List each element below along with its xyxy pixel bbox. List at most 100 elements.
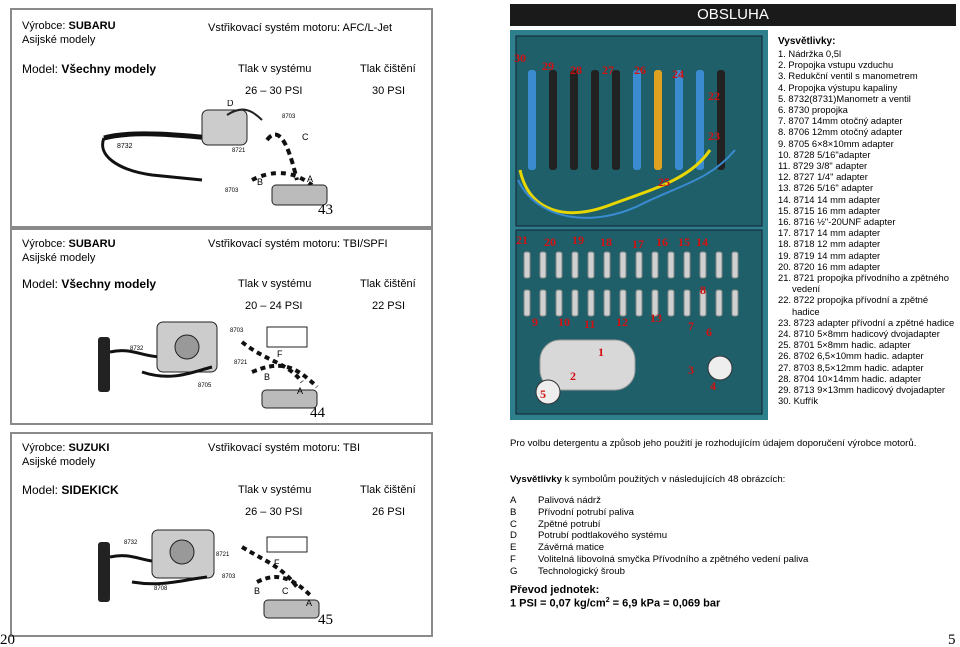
diagram-label: B	[257, 177, 263, 187]
photo-callout-number: 10	[558, 315, 570, 329]
figure-number: 44	[310, 405, 325, 421]
diagram-label: 8708	[154, 586, 168, 592]
photo-callout-number: 3	[688, 363, 694, 377]
page-number-right: 5	[948, 632, 956, 647]
fitting-adapter	[667, 289, 675, 317]
photo-callout-number: 7	[688, 319, 694, 333]
legend-item: 6. 8730 propojka	[778, 104, 848, 116]
legend-item: 30. Kufřík	[778, 395, 819, 407]
fitting-adapter	[587, 251, 595, 279]
hose-adapters	[528, 70, 725, 170]
photo-callout-number: 5	[540, 387, 546, 401]
photo-callout-number: 1	[598, 345, 604, 359]
diagram-label: B	[254, 586, 260, 596]
photo-callout-number: 16	[656, 235, 668, 249]
diagram-label: D	[227, 100, 234, 108]
fitting-adapter	[731, 251, 739, 279]
legend-item: 22. 8722 propojka přívodní a zpětné hadi…	[778, 294, 929, 317]
reservoir-bottle	[539, 339, 636, 391]
pressure-value: 26 – 30 PSI	[245, 85, 303, 97]
fitting-adapter	[715, 289, 723, 317]
diagram-label: A	[306, 598, 312, 608]
diagram-label: A	[307, 174, 313, 184]
fitting-adapter	[523, 289, 531, 317]
diagram-label: B	[264, 372, 270, 382]
photo-callout-number: 22	[708, 89, 720, 103]
symbols-title: Vysvětlivky k symbolům použitých v násle…	[510, 474, 786, 485]
diagram-label: 8703	[230, 328, 244, 334]
pressure-label: Tlak v systému	[238, 484, 312, 496]
photo-callout-number: 13	[650, 311, 662, 325]
section-header: OBSLUHA	[510, 4, 956, 26]
fitting-adapter	[683, 289, 691, 317]
hose-adapter	[549, 70, 557, 170]
pressure-gauge	[535, 379, 561, 405]
legend-item: 2. Propojka vstupu vzduchu	[778, 59, 894, 71]
fitting-adapter	[555, 251, 563, 279]
fitting-adapter	[635, 251, 643, 279]
legend-item: 24. 8710 5×8mm hadicový dvojadapter	[778, 328, 940, 340]
fitting-adapter	[651, 289, 659, 317]
maker-line: Výrobce: SUBARU	[22, 20, 116, 32]
legend-item: 13. 8726 5/16" adapter	[778, 182, 874, 194]
diagram-label: C	[282, 586, 289, 596]
legend-item: 1. Nádržka 0,5l	[778, 48, 842, 59]
diagram-label: 8703	[225, 188, 239, 194]
fitting-adapter	[699, 251, 707, 279]
pressure-gauge	[707, 355, 733, 381]
photo-callout-number: 30	[514, 51, 526, 65]
pressure-label: Tlak v systému	[238, 278, 312, 290]
photo-callout-number: 18	[600, 235, 612, 249]
model-line: Model: Všechny modely	[22, 277, 157, 291]
conversion-line: 1 PSI = 0,07 kg/cm2 = 6,9 kPa = 0,069 ba…	[510, 597, 721, 610]
fitting-adapter	[523, 251, 531, 279]
photo-callout-number: 28	[570, 63, 582, 77]
system-line: Vstřikovací systém motoru: AFC/L-Jet	[208, 22, 393, 34]
photo-callout-number: 24	[672, 67, 684, 81]
diagram-label: F	[277, 349, 283, 359]
fitting-adapter	[683, 251, 691, 279]
photo-callout-number: 19	[572, 233, 584, 247]
model-line: Model: Všechny modely	[22, 62, 157, 76]
legend-item: 23. 8723 adapter přívodní a zpětné hadic…	[778, 316, 955, 328]
legend-item: 18. 8718 12 mm adapter	[778, 238, 881, 250]
photo-callout-number: 12	[616, 315, 628, 329]
clean-pressure-label: Tlak čištění	[360, 278, 416, 290]
fitting-adapter	[635, 289, 643, 317]
legend-item: 11. 8729 3/8" adapter	[778, 160, 868, 172]
region-text: Asijské modely	[22, 456, 96, 468]
clean-pressure-value: 26 PSI	[372, 506, 406, 518]
hose-adapter	[696, 70, 704, 170]
model-line: Model: SIDEKICK	[22, 483, 119, 497]
clean-pressure-value: 22 PSI	[372, 300, 406, 312]
fitting-adapter	[555, 289, 563, 317]
fitting-adapter	[731, 289, 739, 317]
figure-number: 45	[318, 612, 333, 628]
legend-item: 3. Redukční ventil s manometrem	[778, 70, 918, 82]
system-line: Vstřikovací systém motoru: TBI/SPFI	[208, 238, 388, 250]
photo-callout-number: 6	[706, 325, 712, 339]
fitting-adapter	[619, 251, 627, 279]
legend-item: 15. 8715 16 mm adapter	[778, 204, 881, 216]
diagram-label: 8721	[232, 148, 246, 154]
legend-item: 10. 8728 5/16"adapter	[778, 148, 871, 160]
intro-paragraph: Pro volbu detergentu a způsob jeho použi…	[510, 438, 917, 449]
pressure-value: 20 – 24 PSI	[245, 300, 303, 312]
diagram-label: 8732	[124, 540, 138, 546]
engine-panel-suzuki-tbi: Výrobce: SUZUKI Asijské modely Vstřikova…	[10, 432, 433, 637]
legend-item: 16. 8716 ½"-20UNF adapter	[778, 216, 896, 228]
maker-line: Výrobce: SUBARU	[22, 238, 116, 250]
conversion-title: Převod jednotek:	[510, 584, 600, 596]
photo-callout-number: 21	[516, 233, 528, 247]
diagram-label: 8732	[117, 143, 133, 150]
fuel-system-diagram: 8732 8703 8721 8705 F B A	[98, 321, 319, 409]
clean-pressure-label: Tlak čištění	[360, 63, 416, 75]
fitting-adapter	[715, 251, 723, 279]
diagram-label: 8721	[216, 552, 230, 558]
